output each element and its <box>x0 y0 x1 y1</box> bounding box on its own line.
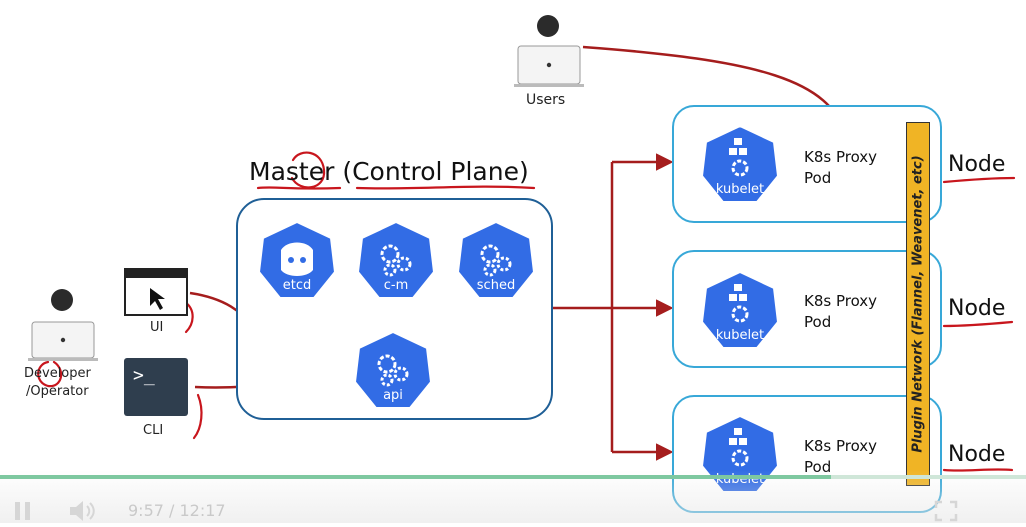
proxy-line1: K8s Proxy <box>804 437 878 455</box>
developer-label-line2: /Operator <box>26 384 89 399</box>
cm-badge: c-m <box>356 220 436 302</box>
etcd-label: etcd <box>282 278 312 293</box>
user-laptop-icon <box>514 15 584 87</box>
proxy-line1: K8s Proxy <box>804 292 878 310</box>
cli-label: CLI <box>143 423 164 438</box>
node-label-3: Node <box>948 442 1006 467</box>
api-server-icon <box>353 330 433 409</box>
etcd-logo-icon <box>257 220 337 299</box>
cli-group: >_ CLI <box>124 358 190 442</box>
node-label-2: Node <box>948 296 1006 321</box>
cm-label: c-m <box>383 278 409 293</box>
scheduler-icon <box>456 220 536 299</box>
api-label: api <box>383 388 403 403</box>
proxy-label-2: K8s Proxy Pod <box>804 291 877 333</box>
sched-badge: sched <box>456 220 536 302</box>
controller-manager-icon <box>356 220 436 299</box>
proxy-line2: Pod <box>804 169 832 187</box>
ui-group: UI <box>124 268 190 338</box>
time-display: 9:57 / 12:17 <box>128 501 226 520</box>
cli-prompt: >_ <box>133 365 155 386</box>
fullscreen-button[interactable] <box>934 500 958 522</box>
volume-icon <box>70 501 95 521</box>
ui-window-icon <box>124 268 188 316</box>
plugin-network-label: Plugin Network (Flannel, Weavenet, etc) <box>910 155 926 453</box>
cli-terminal-icon: >_ <box>124 358 188 416</box>
ui-label: UI <box>150 320 164 335</box>
users-group: Users <box>512 6 588 114</box>
master-title: Master (Control Plane) <box>249 157 529 186</box>
sched-label: sched <box>476 278 516 293</box>
kubelet-badge-2: kubelet <box>700 270 780 352</box>
fullscreen-icon <box>934 500 958 522</box>
kubelet-label-2: kubelet <box>715 328 765 343</box>
pause-icon <box>15 502 30 520</box>
proxy-line2: Pod <box>804 313 832 331</box>
kubelet-icon <box>700 270 780 349</box>
developer-laptop-icon <box>28 289 98 361</box>
proxy-label-1: K8s Proxy Pod <box>804 147 877 189</box>
kubelet-label-1: kubelet <box>715 182 765 197</box>
pause-button[interactable] <box>12 500 34 522</box>
volume-button[interactable] <box>68 499 98 523</box>
progress-fill <box>0 475 832 479</box>
api-badge: api <box>353 330 433 412</box>
kubelet-badge-1: kubelet <box>700 124 780 206</box>
developer-label-line1: Developer <box>24 366 91 381</box>
plugin-network-bar: Plugin Network (Flannel, Weavenet, etc) <box>906 122 930 486</box>
etcd-badge: etcd <box>257 220 337 302</box>
developer-group: Developer /Operator <box>24 282 104 404</box>
kubelet-icon <box>700 124 780 203</box>
users-label: Users <box>526 92 566 108</box>
proxy-line1: K8s Proxy <box>804 148 878 166</box>
node-label-1: Node <box>948 152 1006 177</box>
